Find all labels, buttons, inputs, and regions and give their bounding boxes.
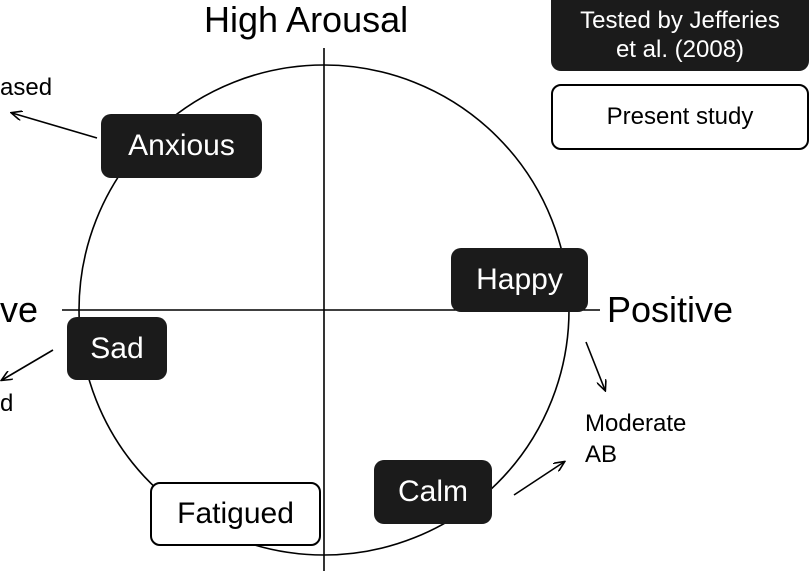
outcome-label-increased-clipped: ased bbox=[0, 74, 53, 101]
axis-label-positive: Positive bbox=[607, 289, 734, 330]
emotion-box-sad: Sad bbox=[67, 317, 167, 380]
arrow-anxious bbox=[12, 113, 98, 139]
outcome-line-1: Moderate bbox=[585, 410, 687, 437]
arrow-happy bbox=[585, 341, 605, 390]
outcome-label-reduced-clipped: d bbox=[0, 390, 14, 417]
emotion-box-calm: Calm bbox=[374, 460, 492, 524]
legend-present: Present study bbox=[551, 84, 809, 150]
emotion-box-happy: Happy bbox=[451, 248, 588, 312]
arrow-sad bbox=[2, 349, 54, 380]
axis-label-high-arousal: High Arousal bbox=[204, 0, 409, 40]
legend-tested: Tested by Jefferies et al. (2008) bbox=[551, 0, 809, 71]
emotion-box-anxious: Anxious bbox=[101, 114, 262, 178]
arrow-calm bbox=[513, 462, 564, 496]
axis-label-negative-clipped: ve bbox=[0, 289, 39, 330]
outcome-label-moderate-ab: Moderate AB bbox=[585, 408, 686, 470]
outcome-line-2: AB bbox=[585, 441, 618, 469]
emotion-box-fatigued: Fatigued bbox=[150, 482, 321, 546]
